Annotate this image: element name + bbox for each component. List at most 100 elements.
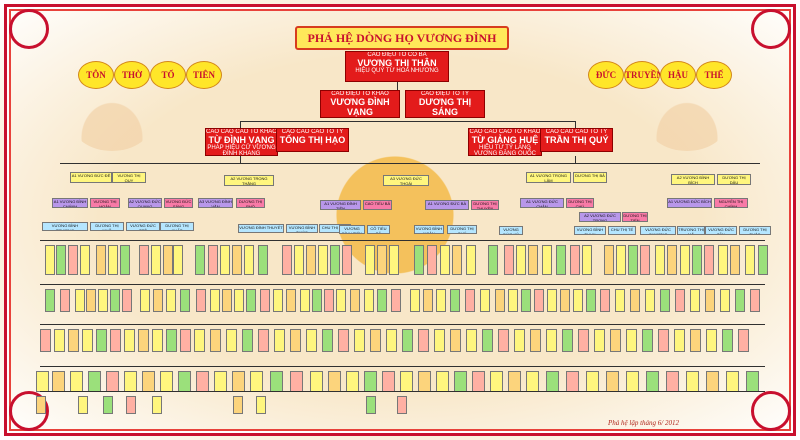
descendant-box [706, 329, 717, 352]
descendant-box [488, 245, 498, 275]
descendant-box [222, 289, 232, 312]
descendant-box [196, 289, 206, 312]
descendant-box [232, 371, 245, 392]
descendant-box [472, 371, 485, 392]
descendant-box [322, 329, 333, 352]
descendant-box [528, 245, 538, 275]
descendant-box [78, 396, 88, 414]
gen6-box: CÔ TIỂU BẢ [367, 225, 390, 234]
descendant-box [530, 329, 541, 352]
descendant-box [480, 289, 490, 312]
descendant-box [138, 329, 149, 352]
descendant-box [626, 329, 637, 352]
descendant-box [594, 329, 605, 352]
descendant-box [542, 245, 552, 275]
descendant-box [195, 245, 205, 275]
gen6-box: VƯƠNG ĐÌNH TRƯƠNG [42, 222, 88, 231]
descendant-box [180, 289, 190, 312]
descendant-box [514, 329, 525, 352]
descendant-box [310, 371, 323, 392]
descendant-box [758, 245, 768, 275]
descendant-box [274, 329, 285, 352]
descendant-box [690, 289, 700, 312]
descendant-box [615, 289, 625, 312]
descendant-box [173, 245, 183, 275]
ancestor-co-ba-name: VƯƠNG THỊ THÂN [357, 58, 437, 68]
generation-connector [40, 324, 765, 325]
gen6-box: DƯƠNG THỊ THẮC [739, 226, 771, 235]
descendant-box [214, 371, 227, 392]
descendant-box [86, 289, 96, 312]
slogan-right-1: ĐỨC [588, 61, 624, 89]
gen4-box: A2 VƯƠNG TRỌNG THẮNG [224, 175, 274, 186]
descendant-box [658, 329, 669, 352]
descendant-box [226, 329, 237, 352]
descendant-box [645, 289, 655, 312]
descendant-box [660, 289, 670, 312]
descendant-box [242, 329, 253, 352]
gen5-box: A1 VƯƠNG ĐỨC BÍCH [667, 198, 712, 208]
descendant-box [377, 245, 387, 275]
descendant-box [418, 329, 429, 352]
descendant-box [436, 371, 449, 392]
descendant-box [498, 329, 509, 352]
right-branch-khao-title: CAO CAO CAO TỔ KHẢO [469, 129, 541, 135]
slogan-right-4: THẾ [696, 61, 732, 89]
corner-ornament [9, 9, 49, 49]
descendant-box [516, 245, 526, 275]
corner-ornament [751, 391, 791, 431]
gen5-box: DƯƠNG THỊ TIẾN [622, 212, 648, 222]
descendant-box [82, 329, 93, 352]
descendant-box [410, 289, 420, 312]
gen5-box: A1 VƯƠNG ĐÌNH TIÊN [320, 200, 361, 210]
gen6-box: CHU THỊ TẾ [608, 226, 636, 235]
descendant-box [120, 245, 130, 275]
gen6-box: VƯƠNG ĐÌNH THỨC [286, 224, 318, 233]
corner-ornament [751, 9, 791, 49]
left-branch-ty: CAO CAO CAO TỔ TỶ TỐNG THỊ HẠO [276, 128, 349, 152]
descendant-box [600, 289, 610, 312]
generation-connector [40, 240, 765, 241]
ancestor-to-khao-name: VƯƠNG ĐÌNH VẠNG [330, 97, 390, 117]
descendant-box [482, 329, 493, 352]
descendant-box [166, 289, 176, 312]
descendant-box [440, 245, 450, 275]
descendant-box [640, 245, 650, 275]
gen6-box: VƯƠNG ĐÌNH TIẾN [339, 225, 365, 234]
title-top [360, 13, 440, 25]
descendant-box [126, 396, 136, 414]
descendant-box [364, 371, 377, 392]
descendant-box [566, 371, 579, 392]
descendant-box [318, 245, 328, 275]
descendant-box [604, 245, 614, 275]
descendant-box [88, 371, 101, 392]
gen5-box: A1 VƯƠNG ĐỨC CHÂN [520, 198, 564, 208]
descendant-box [68, 329, 79, 352]
descendant-box [547, 289, 557, 312]
ornamental-border [4, 4, 796, 436]
descendant-box [606, 371, 619, 392]
gen4-box: DƯƠNG THỊ DÂU [717, 174, 751, 185]
descendant-box [124, 371, 137, 392]
descendant-box [508, 289, 518, 312]
generation-connector [40, 391, 765, 392]
descendant-box [256, 396, 266, 414]
descendant-box [98, 289, 108, 312]
descendant-box [152, 329, 163, 352]
descendant-box [382, 371, 395, 392]
descendant-box [346, 371, 359, 392]
right-branch-khao-name: TỪ GIẢNG HUỆ [471, 135, 539, 145]
descendant-box [705, 289, 715, 312]
descendant-box [586, 371, 599, 392]
descendant-box [80, 245, 90, 275]
descendant-box [142, 371, 155, 392]
descendant-box [108, 245, 118, 275]
descendant-box [152, 396, 162, 414]
slogan-right-3: HẬU [660, 61, 696, 89]
descendant-box [726, 371, 739, 392]
descendant-box [450, 289, 460, 312]
descendant-box [655, 245, 665, 275]
descendant-box [166, 329, 177, 352]
descendant-box [350, 289, 360, 312]
ancestor-to-khao: CAO ĐIỆU TỔ KHẢO VƯƠNG ĐÌNH VẠNG [320, 90, 400, 118]
